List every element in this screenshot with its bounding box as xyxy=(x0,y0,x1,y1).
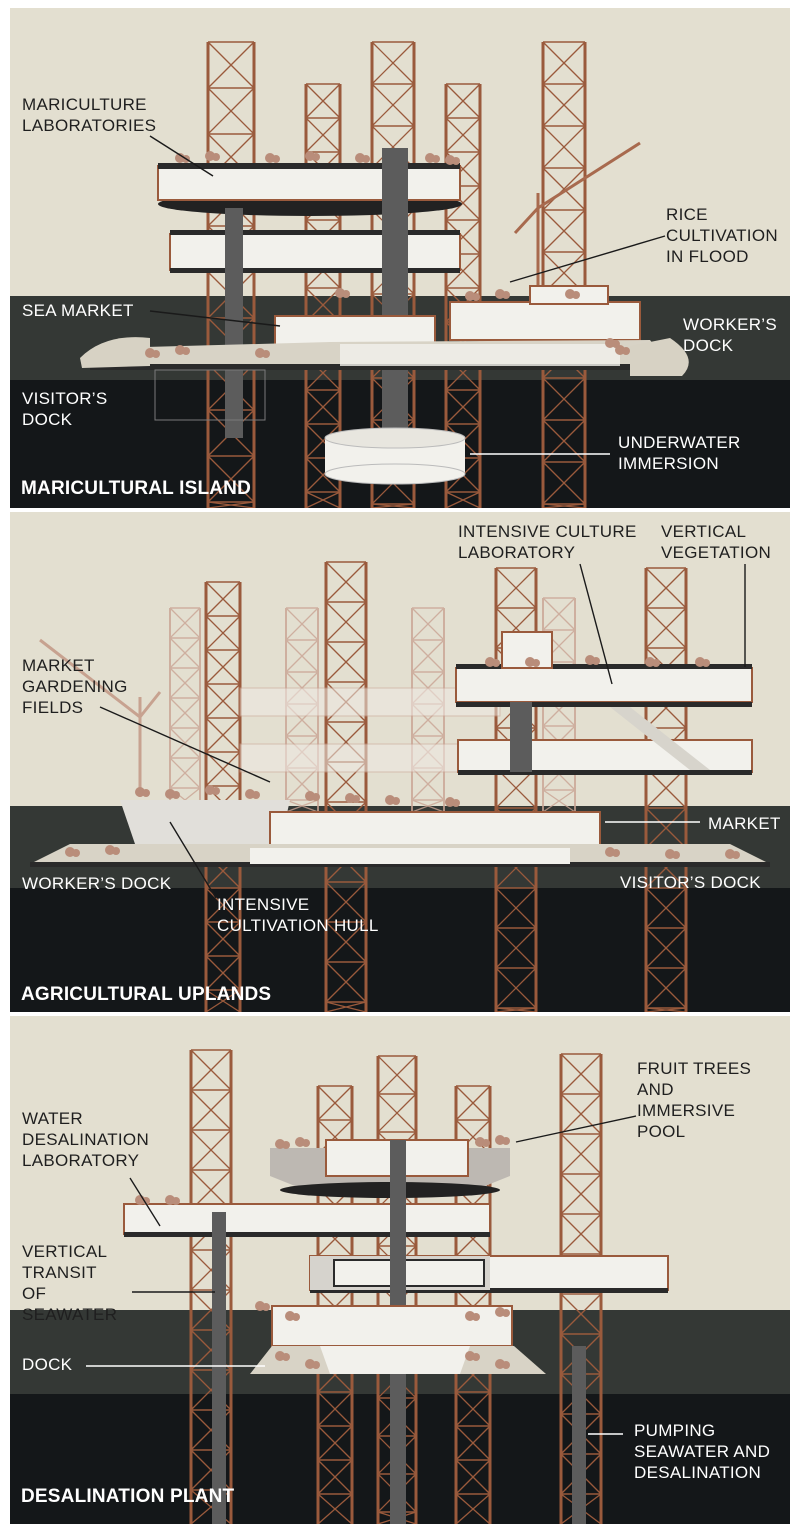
tree xyxy=(165,1195,180,1205)
panel-desalination-plant: FRUIT TREES AND IMMERSIVE POOL WATER DES… xyxy=(10,1016,790,1524)
tree xyxy=(175,345,190,355)
central-column xyxy=(382,148,408,438)
label-rice-cultivation: RICE CULTIVATION IN FLOOD xyxy=(666,205,778,266)
leader-rice xyxy=(509,235,666,283)
tree xyxy=(345,793,360,803)
tree xyxy=(265,153,280,163)
tree xyxy=(645,657,660,667)
tree xyxy=(135,787,150,797)
fish-cage xyxy=(154,369,266,421)
label-workers-dock: WORKER’S DOCK xyxy=(683,315,778,355)
leader-intensive-culture xyxy=(579,563,613,685)
tree xyxy=(605,847,620,857)
label-market-gardening-fields: MARKET GARDENING FIELDS xyxy=(22,656,128,717)
sea-market-deck xyxy=(90,285,670,370)
boat-visitor xyxy=(80,337,150,368)
label-visitors-dock: VISITOR’S DOCK xyxy=(620,873,761,892)
label-vertical-vegetation: VERTICAL VEGETATION xyxy=(661,522,772,562)
panel-title-maricultural-island: MARICULTURAL ISLAND xyxy=(21,478,252,499)
tree xyxy=(145,348,160,358)
label-sea-market: SEA MARKET xyxy=(22,301,134,320)
label-underwater-immersion: UNDERWATER IMMERSION xyxy=(618,433,741,473)
tree xyxy=(205,151,220,161)
boat-worker xyxy=(630,338,689,376)
desalination-plant-illustration xyxy=(10,1016,790,1524)
tree xyxy=(385,795,400,805)
label-mariculture-laboratories: MARICULTURE LABORATORIES xyxy=(22,95,157,135)
tree xyxy=(665,849,680,859)
label-vertical-transit: VERTICAL TRANSIT OF SEAWATER xyxy=(22,1242,118,1324)
tree xyxy=(495,1359,510,1369)
panel-title-agricultural-uplands: AGRICULTURAL UPLANDS xyxy=(21,984,272,1005)
pumping-pipe xyxy=(572,1346,586,1524)
leader-fruit-trees xyxy=(515,1115,637,1143)
tree xyxy=(725,849,740,859)
tree xyxy=(465,291,480,301)
tree xyxy=(295,1137,310,1147)
market-deck xyxy=(30,800,770,867)
intensive-culture-laboratory-deck xyxy=(455,631,753,775)
tree xyxy=(305,1359,320,1369)
agricultural-uplands-illustration xyxy=(10,512,790,1012)
maricultural-island-illustration xyxy=(10,8,790,508)
crane xyxy=(513,141,641,288)
leader-market-gardening xyxy=(99,706,271,783)
leader-intensive-hull xyxy=(169,821,217,899)
leader-mariculture xyxy=(149,135,214,177)
label-pumping-seawater: PUMPING SEAWATER AND DESALINATION xyxy=(634,1421,771,1482)
tree xyxy=(495,289,510,299)
panel-title-desalination-plant: DESALINATION PLANT xyxy=(21,1486,235,1507)
tree xyxy=(565,289,580,299)
label-visitors-dock: VISITOR’S DOCK xyxy=(22,389,108,429)
lattice-tower xyxy=(324,561,368,1012)
panel-agricultural-uplands: INTENSIVE CULTURE LABORATORY VERTICAL VE… xyxy=(10,512,790,1012)
tree xyxy=(445,797,460,807)
tree xyxy=(305,151,320,161)
tree xyxy=(495,1307,510,1317)
label-water-desalination-laboratory: WATER DESALINATION LABORATORY xyxy=(22,1109,150,1170)
tree xyxy=(255,348,270,358)
leader-sea-market xyxy=(149,310,281,327)
tree xyxy=(465,1351,480,1361)
tree xyxy=(485,657,500,667)
tree xyxy=(165,789,180,799)
label-intensive-cultivation-hull: INTENSIVE CULTIVATION HULL xyxy=(217,895,379,935)
tree xyxy=(495,1135,510,1145)
label-workers-dock: WORKER’S DOCK xyxy=(22,874,172,893)
underwater-immersion-chamber xyxy=(324,427,466,485)
tree xyxy=(245,789,260,799)
tree xyxy=(585,655,600,665)
label-market: MARKET xyxy=(708,814,781,833)
tree xyxy=(425,153,440,163)
seawater-pipe xyxy=(212,1212,226,1524)
tree xyxy=(305,791,320,801)
tree xyxy=(285,1311,300,1321)
tree xyxy=(465,1311,480,1321)
panel-maricultural-island: MARICULTURE LABORATORIES RICE CULTIVATIO… xyxy=(10,8,790,508)
tree xyxy=(65,847,80,857)
tree xyxy=(525,657,540,667)
tree xyxy=(445,155,460,165)
crane xyxy=(39,638,162,797)
tree xyxy=(615,345,630,355)
deep-water-band xyxy=(10,888,790,1012)
tree xyxy=(275,1139,290,1149)
tree xyxy=(355,153,370,163)
tree xyxy=(335,288,350,298)
side-column xyxy=(225,208,243,438)
tree xyxy=(275,1351,290,1361)
tree xyxy=(105,845,120,855)
leader-water-desalination xyxy=(129,1177,161,1227)
tree xyxy=(695,657,710,667)
label-fruit-trees: FRUIT TREES AND IMMERSIVE POOL xyxy=(637,1059,752,1141)
label-intensive-culture-laboratory: INTENSIVE CULTURE LABORATORY xyxy=(458,522,637,562)
label-dock: DOCK xyxy=(22,1355,73,1374)
tree xyxy=(255,1301,270,1311)
tree xyxy=(475,1137,490,1147)
tree xyxy=(205,785,220,795)
